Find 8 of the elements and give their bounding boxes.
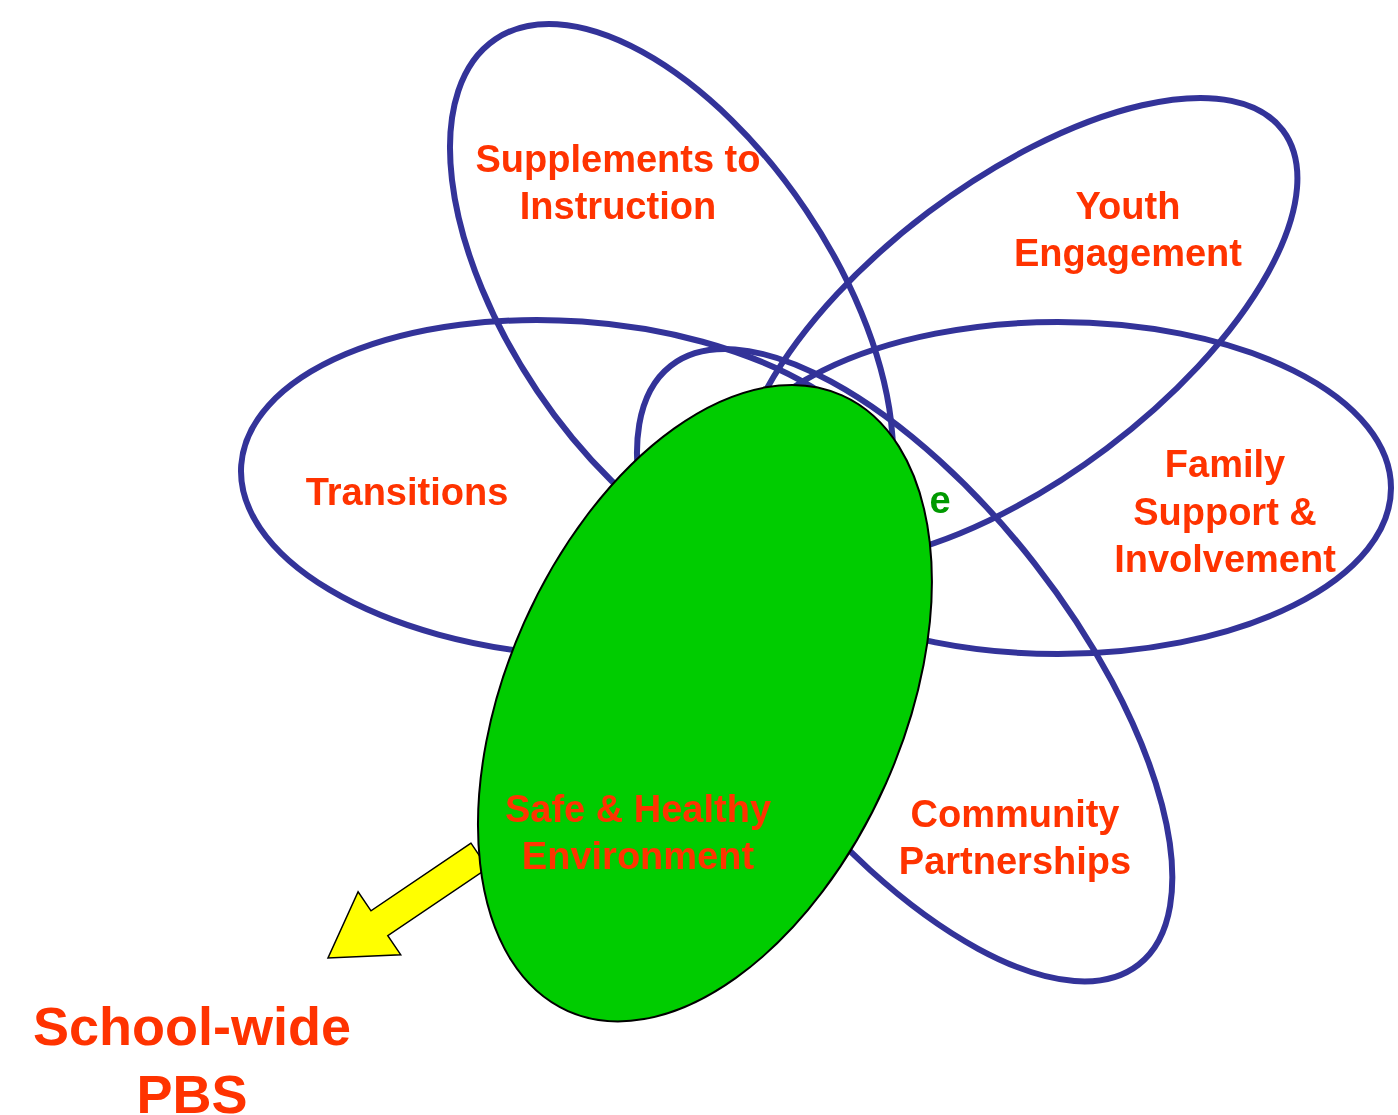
node-label: Supplements to Instruction: [474, 136, 762, 229]
partial-text: e: [929, 478, 951, 522]
node-label: Transitions: [304, 470, 510, 516]
node-label: Family Support & Involvement: [1113, 441, 1337, 582]
node-label: Youth Engagement: [1012, 183, 1243, 276]
node-label: Community Partnerships: [897, 791, 1133, 884]
title-text: School-wide PBS: [32, 994, 352, 1115]
node-label: Safe & Healthy Environment: [503, 786, 773, 879]
